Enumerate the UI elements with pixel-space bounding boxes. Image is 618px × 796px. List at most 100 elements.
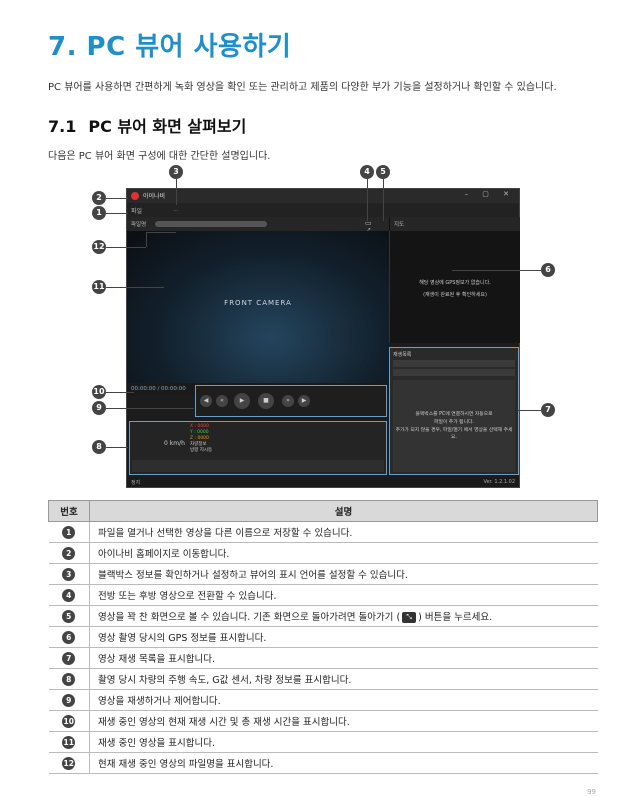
- row-description: 파일을 열거나 선택한 영상을 다른 이름으로 저장할 수 있습니다.: [89, 521, 598, 543]
- playlist-filter-row[interactable]: [393, 360, 515, 367]
- playlist-body[interactable]: 블랙박스를 PC에 연결하시면 자동으로 파일이 추가 됩니다. 추가가 되지 …: [393, 380, 515, 472]
- gps-message: 해당 영상에 GPS정보가 없습니다.: [419, 280, 491, 286]
- play-icon[interactable]: ▶: [234, 393, 250, 409]
- camera-label: FRONT CAMERA: [224, 299, 292, 307]
- callout-line: [106, 247, 146, 248]
- playlist-filter-row[interactable]: [393, 369, 515, 376]
- table-row: 10 재생 중인 영상의 현재 재생 시간 및 총 재생 시간을 표시합니다.: [48, 710, 598, 732]
- gps-hint: (재생이 완료된 후 확인하세요): [423, 292, 487, 298]
- title-bar: 아이나비 – ▢ ✕: [127, 189, 519, 203]
- callout-6: 6: [541, 263, 555, 277]
- app-logo-icon[interactable]: [131, 192, 139, 200]
- playlist-message: 파일이 추가 됩니다.: [434, 420, 474, 425]
- viewer-screenshot: 아이나비 – ▢ ✕ 파일 ... 파일명 ▭ ⤢ 지도 FRONT CAMER…: [126, 188, 520, 488]
- callout-7: 7: [541, 403, 555, 417]
- row-number: 7: [62, 651, 76, 665]
- header-number: 번호: [48, 500, 90, 522]
- subsection-intro: 다음은 PC 뷰어 화면 구성에 대한 간단한 설명입니다.: [48, 151, 271, 162]
- gps-panel: 해당 영상에 GPS정보가 없습니다. (재생이 완료된 후 확인하세요): [389, 231, 520, 343]
- version-text: Ver. 1.2.1.02: [483, 479, 515, 485]
- app-title: 아이나비: [143, 193, 166, 200]
- callout-3: 3: [169, 165, 183, 179]
- stop-icon[interactable]: ■: [258, 393, 274, 409]
- play-time: 00:00:00 / 00:00:00: [131, 386, 186, 392]
- row-description: 영상 촬영 당시의 GPS 정보를 표시합니다.: [89, 626, 598, 648]
- speed-value: 0 km/h: [164, 440, 185, 447]
- callout-9: 9: [92, 401, 106, 415]
- file-label: 파일명: [131, 222, 147, 228]
- table-row: 6 영상 촬영 당시의 GPS 정보를 표시합니다.: [48, 626, 598, 648]
- row-description-part: ) 버튼을 누르세요.: [418, 612, 493, 623]
- car-info: 차량정보: [190, 442, 207, 447]
- playlist-panel[interactable]: 재생목록 블랙박스를 PC에 연결하시면 자동으로 파일이 추가 됩니다. 추가…: [389, 347, 519, 475]
- g-sensor-values: X : 0000 Y : 0000 Z : 0000 차량정보 방향 지시등: [190, 424, 212, 454]
- file-bar: 파일명 ▭ ⤢: [127, 217, 389, 235]
- row-number: 10: [62, 714, 76, 728]
- playlist-message: 추가가 되지 않을 경우, 파일/열기 에서 영상을 선택해 주세요.: [395, 428, 513, 440]
- callout-1: 1: [92, 206, 106, 220]
- next-icon[interactable]: ▶: [298, 395, 310, 407]
- playlist-label: 재생목록: [393, 352, 412, 358]
- g-sensor-z: Z : 0000: [190, 436, 209, 441]
- row-description: 재생 중인 영상을 표시합니다.: [89, 731, 598, 753]
- row-description: 현재 재생 중인 영상의 파일명을 표시합니다.: [89, 752, 598, 774]
- row-description: 아이나비 홈페이지로 이동합니다.: [89, 542, 598, 564]
- row-number: 3: [62, 567, 76, 581]
- callout-line: [383, 179, 384, 221]
- file-name-field: [155, 221, 267, 227]
- row-description: 재생 중인 영상의 현재 재생 시간 및 총 재생 시간을 표시합니다.: [89, 710, 598, 732]
- callout-line: [367, 179, 368, 221]
- row-number: 6: [62, 630, 76, 644]
- row-description: 영상을 재생하거나 제어합니다.: [89, 689, 598, 711]
- window-controls[interactable]: – ▢ ✕: [464, 190, 515, 198]
- row-description: 전방 또는 후방 영상으로 전환할 수 있습니다.: [89, 584, 598, 606]
- gps-label: 지도: [394, 222, 405, 228]
- menu-file[interactable]: 파일: [131, 208, 143, 215]
- page-number: 99: [587, 788, 596, 796]
- restore-icon: ⤡: [402, 612, 417, 623]
- section-title: 7. PC 뷰어 사용하기: [48, 32, 292, 62]
- row-description: 영상을 꽉 찬 화면으로 볼 수 있습니다. 기존 화면으로 돌아가려면 돌아가…: [89, 605, 598, 627]
- subsection-title-text: PC 뷰어 화면 살펴보기: [88, 117, 247, 136]
- row-number: 11: [62, 735, 76, 749]
- callout-line: [106, 392, 134, 393]
- header-description: 설명: [89, 500, 598, 522]
- callout-5: 5: [376, 165, 390, 179]
- callout-11: 11: [92, 280, 106, 294]
- row-number: 4: [62, 588, 76, 602]
- table-row: 2 아이나비 홈페이지로 이동합니다.: [48, 542, 598, 564]
- table-row: 5 영상을 꽉 찬 화면으로 볼 수 있습니다. 기존 화면으로 돌아가려면 돌아…: [48, 605, 598, 627]
- callout-line: [106, 447, 128, 448]
- callout-line: [518, 410, 541, 411]
- forward-icon[interactable]: »: [282, 395, 294, 407]
- driving-info-panel: 0 km/h X : 0000 Y : 0000 Z : 0000 차량정보 방…: [129, 421, 387, 475]
- row-number: 12: [62, 756, 76, 770]
- callout-line: [146, 232, 147, 247]
- status-bar: 정지 Ver. 1.2.1.02: [127, 477, 519, 487]
- video-area[interactable]: FRONT CAMERA: [127, 231, 389, 383]
- prev-icon[interactable]: ◀: [200, 395, 212, 407]
- table-row: 9 영상을 재생하거나 제어합니다.: [48, 689, 598, 711]
- status-text: 정지: [131, 480, 141, 486]
- row-number: 5: [62, 609, 76, 623]
- callout-line: [106, 213, 128, 214]
- gps-bar: 지도: [389, 217, 520, 231]
- vehicle-icons-row: [132, 460, 384, 472]
- row-description: 촬영 당시 차량의 주행 속도, G값 센서, 차량 정보를 표시합니다.: [89, 668, 598, 690]
- callout-12: 12: [92, 240, 106, 254]
- menu-settings[interactable]: ...: [173, 206, 179, 213]
- callout-line: [106, 198, 128, 199]
- row-number: 2: [62, 546, 76, 560]
- callout-line: [176, 179, 177, 205]
- table-row: 11 재생 중인 영상을 표시합니다.: [48, 731, 598, 753]
- rewind-icon[interactable]: «: [216, 395, 228, 407]
- row-description: 영상 재생 목록을 표시합니다.: [89, 647, 598, 669]
- table-row: 12 현재 재생 중인 영상의 파일명을 표시합니다.: [48, 752, 598, 774]
- callout-4: 4: [360, 165, 374, 179]
- row-number: 9: [62, 693, 76, 707]
- callout-8: 8: [92, 440, 106, 454]
